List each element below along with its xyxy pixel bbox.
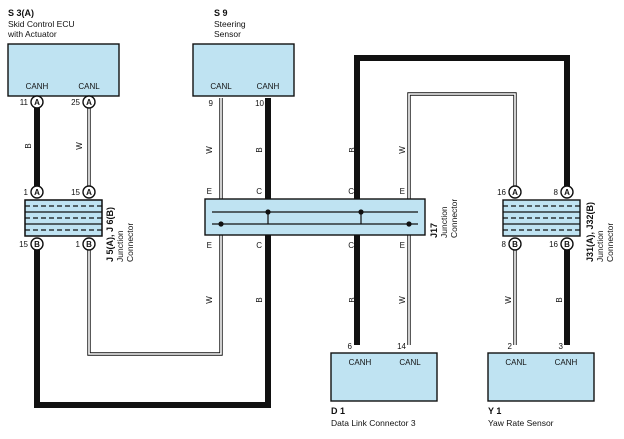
- j17-top-c-right: C: [348, 187, 354, 196]
- j17-desc-1: Junction: [439, 206, 449, 238]
- j5-top-right-letter: A: [86, 188, 92, 197]
- skid-ecu-canl-label: CANL: [78, 82, 100, 91]
- pin-num-j31-top-right: 8: [554, 188, 559, 197]
- j31-bot-right-circle: [560, 237, 574, 251]
- skid-ecu-desc-2: with Actuator: [7, 29, 57, 39]
- j5-top-right-circle: [82, 185, 96, 199]
- j17-bot-c-right: C: [348, 241, 354, 250]
- j31-top-left-circle: [508, 185, 522, 199]
- j5-bot-left-letter: B: [34, 240, 40, 249]
- junction-connector-j31-j32: [502, 199, 581, 237]
- j31-top-right-letter: A: [564, 188, 570, 197]
- pin-num-j5-bot-left: 15: [19, 240, 28, 249]
- wire-color-steer-canh-lower: B: [255, 297, 264, 302]
- wire-color-steer-canl-lower: W: [205, 296, 214, 304]
- pin-num-dlc-canl: 14: [397, 342, 406, 351]
- pin-num-j5-top-right: 15: [71, 188, 80, 197]
- steering-sensor-box: [192, 43, 295, 97]
- ecu-canh-pin-circle: [30, 95, 44, 109]
- yaw-canl-label: CANL: [505, 358, 527, 367]
- steering-canl-label: CANL: [210, 82, 232, 91]
- j17-bot-e-left: E: [207, 241, 212, 250]
- wire-color-steer-canh-upper: B: [255, 147, 264, 152]
- yaw-sensor-box: [487, 352, 595, 402]
- yaw-sensor-ref: Y 1: [488, 406, 501, 416]
- steering-sensor-ref: S 9: [214, 8, 228, 18]
- wire-color-steer-canl-upper: W: [205, 146, 214, 154]
- j17-top-c-left: C: [256, 187, 262, 196]
- skid-ecu-ref: S 3(A): [8, 8, 34, 18]
- dlc3-canl-label: CANL: [399, 358, 421, 367]
- pin-num-dlc-canh: 6: [348, 342, 353, 351]
- skid-ecu-desc-1: Skid Control ECU: [8, 19, 75, 29]
- steering-canh-label: CANH: [257, 82, 280, 91]
- junction-connector-j5-j6: [24, 199, 103, 237]
- ecu-canl-pin-circle: [82, 95, 96, 109]
- steering-sensor-desc-2: Sensor: [214, 29, 241, 39]
- j31-j32-ref: J31(A), J32(B): [585, 202, 595, 262]
- j17-ref: J17: [429, 223, 439, 238]
- pin-num-ecu-canh: 11: [20, 98, 29, 107]
- j31-bot-left-letter: B: [512, 240, 518, 249]
- wire-color-yaw-canl: W: [504, 296, 513, 304]
- j17-bot-c-left: C: [256, 241, 262, 250]
- pin-num-yaw-canl: 2: [508, 342, 513, 351]
- pin-num-j31-top-left: 16: [497, 188, 506, 197]
- j5-bot-right-letter: B: [86, 240, 92, 249]
- j5-top-left-circle: [30, 185, 44, 199]
- j5-j6-desc-2: Connector: [125, 223, 135, 262]
- pin-num-steer-canl: 9: [209, 99, 214, 108]
- j5-j6-ref: J 5(A), J 6(B): [105, 207, 115, 262]
- j5-j6-desc-1: Junction: [115, 230, 125, 262]
- steering-sensor-desc-1: Steering: [214, 19, 246, 29]
- pin-num-j5-top-left: 1: [24, 188, 29, 197]
- j31-j32-desc-1: Junction: [595, 230, 605, 262]
- pin-num-j31-bot-right: 16: [549, 240, 558, 249]
- j5-top-left-letter: A: [34, 188, 40, 197]
- j5-bot-left-circle: [30, 237, 44, 251]
- dlc3-desc: Data Link Connector 3: [331, 418, 416, 428]
- wire-color-top-canl: W: [398, 146, 407, 154]
- skid-ecu-box: [7, 43, 120, 97]
- yaw-sensor-desc: Yaw Rate Sensor: [488, 418, 554, 428]
- junction-connector-j17: [204, 198, 426, 236]
- dlc3-box: [330, 352, 438, 402]
- j31-bot-right-letter: B: [564, 240, 570, 249]
- ecu-canh-pin-letter: A: [34, 98, 40, 107]
- wire-color-dlc-canl: W: [398, 296, 407, 304]
- pin-num-steer-canh: 10: [255, 99, 264, 108]
- wire-canh-bottom-loop: [34, 98, 271, 408]
- j17-top-e-left: E: [207, 187, 212, 196]
- dlc3-ref: D 1: [331, 406, 345, 416]
- pin-num-yaw-canh: 3: [559, 342, 564, 351]
- wire-color-ecu-canh: B: [24, 143, 33, 148]
- pin-num-ecu-canl: 25: [71, 98, 80, 107]
- j17-top-e-right: E: [400, 187, 405, 196]
- pin-num-j31-bot-left: 8: [502, 240, 507, 249]
- wire-color-ecu-canl: W: [75, 142, 84, 150]
- j17-desc-2: Connector: [449, 199, 459, 238]
- wire-color-top-canh: B: [348, 147, 357, 152]
- dlc3-canh-label: CANH: [349, 358, 372, 367]
- j31-top-right-circle: [560, 185, 574, 199]
- yaw-canh-label: CANH: [555, 358, 578, 367]
- skid-ecu-canh-label: CANH: [26, 82, 49, 91]
- ecu-canl-pin-letter: A: [86, 98, 92, 107]
- wire-color-dlc-canh: B: [348, 297, 357, 302]
- j17-bot-e-right: E: [400, 241, 405, 250]
- pin-num-j5-bot-right: 1: [76, 240, 81, 249]
- j31-j32-desc-2: Connector: [605, 223, 615, 262]
- wire-color-yaw-canh: B: [555, 297, 564, 302]
- j5-bot-right-circle: [82, 237, 96, 251]
- j31-top-left-letter: A: [512, 188, 518, 197]
- j31-bot-left-circle: [508, 237, 522, 251]
